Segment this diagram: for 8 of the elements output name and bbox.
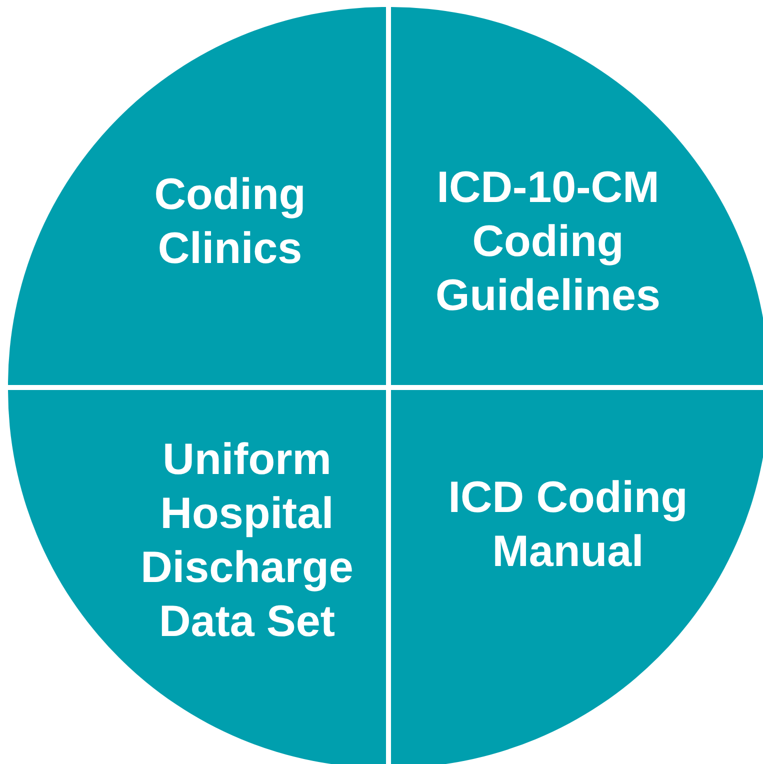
pie-quadrant [390,390,763,764]
pie-quadrant [8,390,386,764]
quadrant-label: Uniform Hospital Discharge Data Set [140,434,354,648]
pie-quadrant [8,6,386,384]
pie-quadrant [390,6,763,384]
quadrant-label: Coding Clinics [153,169,307,275]
quadrant-label: ICD-10-CM Coding Guidelines [434,162,662,322]
quadrant-label: ICD Coding Manual [447,472,689,578]
